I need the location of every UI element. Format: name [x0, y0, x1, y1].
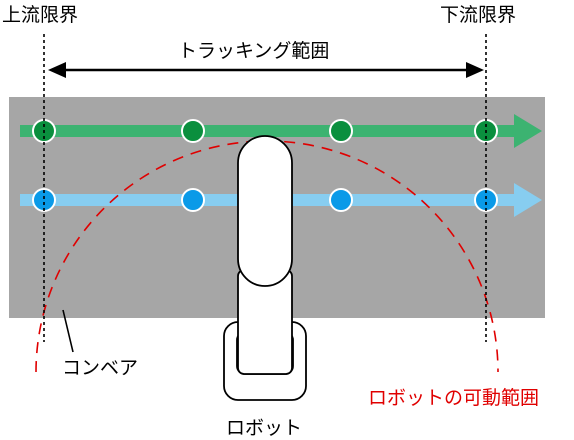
robot-label: ロボット: [226, 417, 303, 439]
blue-workpiece-dot: [181, 188, 205, 212]
green-workpiece-dot: [181, 119, 205, 143]
green-flow-arrow: [20, 114, 542, 148]
robot-upper-arm: [237, 135, 293, 287]
green-flow-arrowhead: [514, 114, 542, 148]
robot-reach-label: ロボットの可動範囲: [368, 387, 540, 409]
blue-workpieces: [32, 188, 498, 212]
conveyor-label: コンベア: [62, 357, 139, 379]
green-workpiece-dot: [329, 119, 353, 143]
robot-arm: [223, 135, 307, 401]
upstream-limit-label: 上流限界: [2, 4, 79, 26]
tracking-range-label: トラッキング範囲: [178, 40, 330, 62]
blue-workpiece-dot: [329, 188, 353, 212]
conveyor-leader-line: [62, 309, 74, 353]
blue-flow-arrowhead: [514, 183, 542, 217]
tracking-range-arrow: [48, 62, 484, 78]
tracking-range-right-head: [466, 62, 484, 78]
downstream-limit-label: 下流限界: [440, 4, 517, 26]
green-flow-shaft: [20, 125, 514, 137]
tracking-range-left-head: [48, 62, 66, 78]
